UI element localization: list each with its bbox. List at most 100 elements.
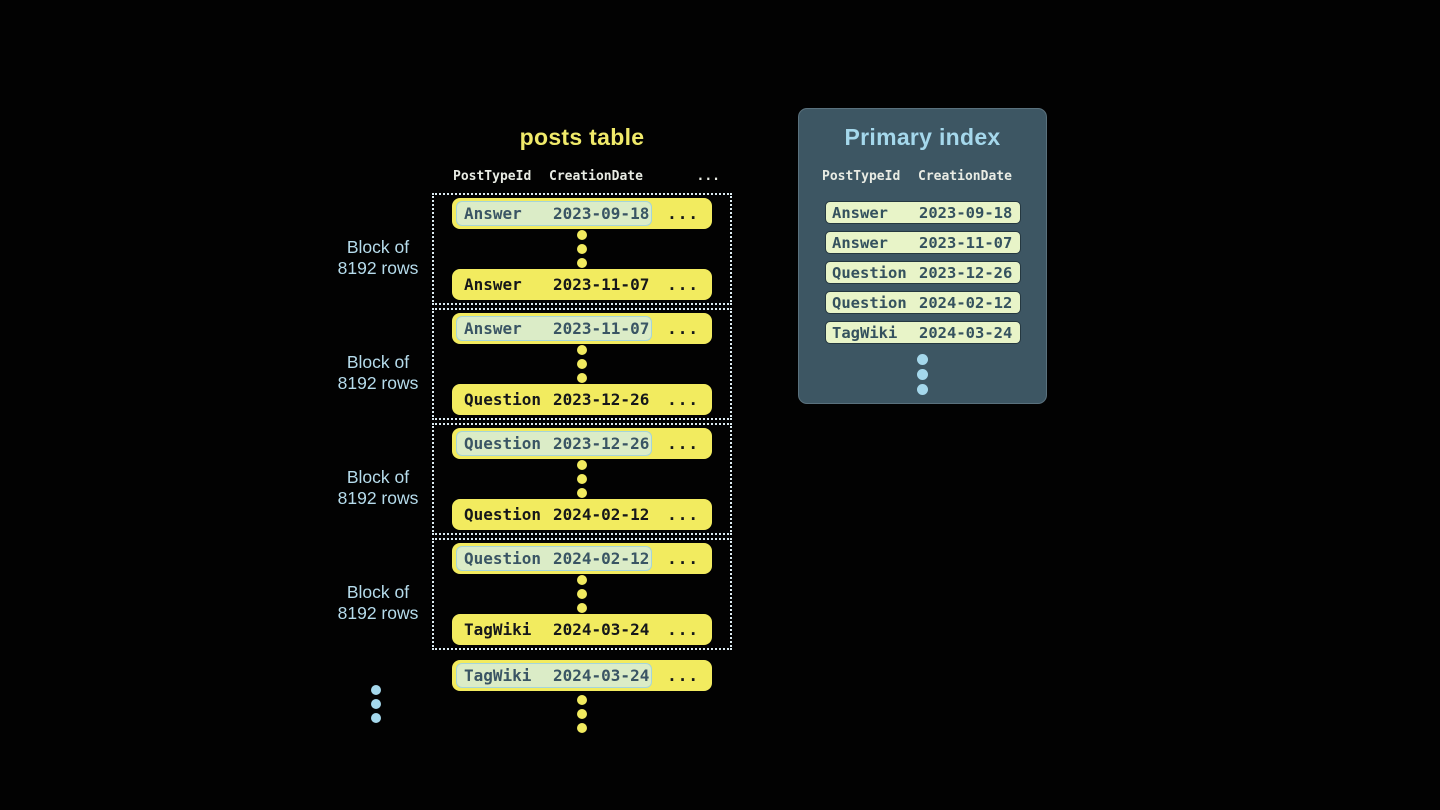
dot [917,369,928,380]
header-ellipsis: ... [696,169,720,184]
dot [577,373,587,383]
more-rows-dots [452,229,712,269]
cell-creationdate: 2023-12-26 [919,263,1013,282]
block-label-3: Block of 8192 rows [318,467,438,509]
dot [577,723,587,733]
row-ellipsis: ... [667,275,699,294]
more-blocks-dots [366,685,386,723]
table-row: Answer 2023-11-07 ... [452,313,712,344]
dot [577,244,587,254]
block-label-line2: 8192 rows [337,258,419,278]
row-ellipsis: ... [667,666,699,685]
dot [577,359,587,369]
cell-posttypeid: Answer [464,204,522,223]
dot [371,699,381,709]
dot [577,258,587,268]
cell-creationdate: 2024-02-12 [553,549,650,568]
dot [577,589,587,599]
dot [917,384,928,395]
primary-index-title: Primary index [844,124,1001,150]
row-ellipsis: ... [667,390,699,409]
cell-posttypeid: Question [464,434,542,453]
cell-posttypeid: Question [464,505,542,524]
row-ellipsis: ... [667,434,699,453]
row-ellipsis: ... [667,620,699,639]
row-plain-box: TagWiki 2024-03-24 [456,617,652,642]
primary-index-panel: Primary index PostTypeId CreationDate An… [798,108,1047,404]
dot [371,713,381,723]
cell-creationdate: 2023-11-07 [919,233,1013,252]
dot [577,488,587,498]
cell-creationdate: 2024-03-24 [553,620,650,639]
row-ellipsis: ... [667,549,699,568]
cell-creationdate: 2024-02-12 [553,505,650,524]
row-highlight-box: Answer 2023-09-18 [456,201,652,226]
table-row: Question 2023-12-26 ... [452,384,712,415]
cell-creationdate: 2024-02-12 [919,293,1013,312]
table-row: TagWiki 2024-03-24 ... [452,614,712,645]
dot [917,354,928,365]
posts-table-header: PostTypeId CreationDate ... [453,169,732,184]
block-label-line1: Block of [346,467,410,487]
row-ellipsis: ... [667,204,699,223]
cell-creationdate: 2023-09-18 [919,203,1013,222]
more-index-entries-dots [799,354,1046,395]
header-creationdate: CreationDate [918,169,1012,184]
dot [577,460,587,470]
dot [371,685,381,695]
dot [577,709,587,719]
cell-posttypeid: TagWiki [464,620,532,639]
block-label-4: Block of 8192 rows [318,582,438,624]
block-label-line2: 8192 rows [337,488,419,508]
more-rows-dots [452,459,712,499]
row-plain-box: Question 2023-12-26 [456,387,652,412]
cell-posttypeid: Answer [832,233,888,252]
index-row: Answer 2023-11-07 [825,231,1021,254]
block-label-line1: Block of [346,237,410,257]
cell-creationdate: 2023-12-26 [553,390,650,409]
cell-posttypeid: Question [832,263,907,282]
primary-index-rows: Answer 2023-09-18 Answer 2023-11-07 Questi… [825,201,1021,344]
cell-creationdate: 2023-11-07 [553,319,650,338]
posts-table-title: posts table [519,124,645,150]
cell-creationdate: 2023-09-18 [553,204,650,223]
row-highlight-box: Answer 2023-11-07 [456,316,652,341]
dot [577,695,587,705]
primary-index-header: PostTypeId CreationDate [822,169,1012,184]
cell-posttypeid: Question [464,390,542,409]
table-row: Answer 2023-09-18 ... [452,198,712,229]
cell-creationdate: 2024-03-24 [919,323,1013,342]
index-row: Question 2023-12-26 [825,261,1021,284]
row-ellipsis: ... [667,319,699,338]
cell-posttypeid: TagWiki [464,666,532,685]
index-row: Answer 2023-09-18 [825,201,1021,224]
more-rows-dots-bottom [432,695,732,733]
more-rows-dots [452,574,712,614]
cell-posttypeid: Answer [464,275,522,294]
header-creationdate: CreationDate [549,169,643,184]
block-label-line1: Block of [346,352,410,372]
more-rows-dots [452,344,712,384]
dot [577,474,587,484]
cell-posttypeid: Answer [832,203,888,222]
block-label-line2: 8192 rows [337,373,419,393]
block-label-line1: Block of [346,582,410,602]
cell-posttypeid: Answer [464,319,522,338]
